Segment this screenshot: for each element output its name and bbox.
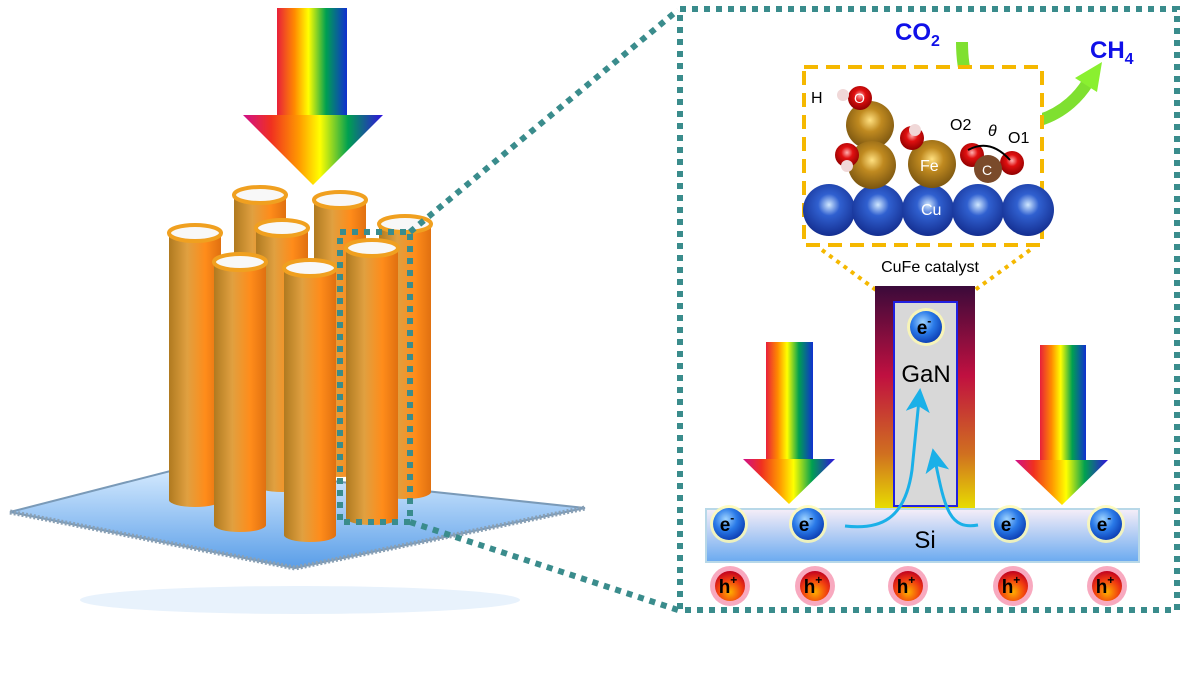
electron-icon: e- bbox=[710, 505, 748, 543]
angle-label-theta: θ bbox=[988, 123, 997, 140]
hole-icon: h+ bbox=[888, 566, 928, 606]
hole-label: h+ bbox=[1002, 573, 1021, 598]
electron-flow-arrow-left bbox=[844, 388, 930, 529]
si-label: Si bbox=[914, 527, 935, 554]
plate-reflection bbox=[80, 586, 520, 614]
green-arrow-head-icon bbox=[1075, 62, 1102, 92]
nanowire-pillar bbox=[282, 258, 338, 542]
hole-label: h+ bbox=[804, 573, 823, 598]
gan-label: GaN bbox=[901, 361, 950, 388]
electron-label: e- bbox=[720, 511, 735, 536]
atom-label-fe: Fe bbox=[920, 158, 939, 175]
zoom-line-top bbox=[408, 7, 680, 235]
product-ch4: CH4 bbox=[1090, 37, 1134, 68]
reactant-co2: CO2 bbox=[895, 19, 940, 50]
nanowire-pillars bbox=[167, 185, 433, 542]
atom-label-c: C bbox=[982, 162, 992, 178]
electron-icon: e- bbox=[1087, 505, 1125, 543]
light-arrow-icon bbox=[243, 8, 383, 185]
hole-icon: h+ bbox=[795, 566, 835, 606]
electron-icon: e- bbox=[907, 308, 945, 346]
hole-icon: h+ bbox=[710, 566, 750, 606]
electron-label: e- bbox=[1097, 511, 1112, 536]
atom-label-h: H bbox=[811, 90, 823, 107]
electron-icon: e- bbox=[991, 505, 1029, 543]
nanowire-pillar bbox=[167, 223, 223, 507]
hole-icon: h+ bbox=[1087, 566, 1127, 606]
cufe-catalyst-model: H O Fe O2 θ O1 C Cu bbox=[802, 65, 1054, 247]
cu-atom bbox=[852, 184, 904, 236]
hole-label: h+ bbox=[719, 573, 738, 598]
atom-label-cu: Cu bbox=[921, 202, 941, 219]
hole-label: h+ bbox=[1096, 573, 1115, 598]
light-arrow-left-icon bbox=[743, 342, 835, 504]
si-substrate bbox=[705, 508, 1140, 563]
atom-label-o1: O1 bbox=[1008, 130, 1029, 147]
nanowire-array-illustration bbox=[9, 7, 680, 614]
light-arrow-right-icon bbox=[1015, 345, 1108, 505]
electron-label: e- bbox=[799, 511, 814, 536]
catalyst-caption: CuFe catalyst bbox=[881, 259, 979, 276]
electron-flow-arrow-right bbox=[925, 448, 979, 528]
nanowire-pillar bbox=[212, 252, 268, 532]
cu-atom bbox=[952, 184, 1004, 236]
electron-icon: e- bbox=[789, 505, 827, 543]
electron-label: e- bbox=[1001, 511, 1016, 536]
nanowire-pillar bbox=[344, 238, 400, 525]
cu-atom bbox=[902, 184, 954, 236]
atom-label-o2: O2 bbox=[950, 117, 971, 134]
hole-icon: h+ bbox=[993, 566, 1033, 606]
electron-label: e- bbox=[917, 314, 932, 339]
hole-label: h+ bbox=[897, 573, 916, 598]
atom-label-o: O bbox=[854, 90, 865, 106]
cu-atom bbox=[803, 184, 855, 236]
cu-atom bbox=[1002, 184, 1054, 236]
